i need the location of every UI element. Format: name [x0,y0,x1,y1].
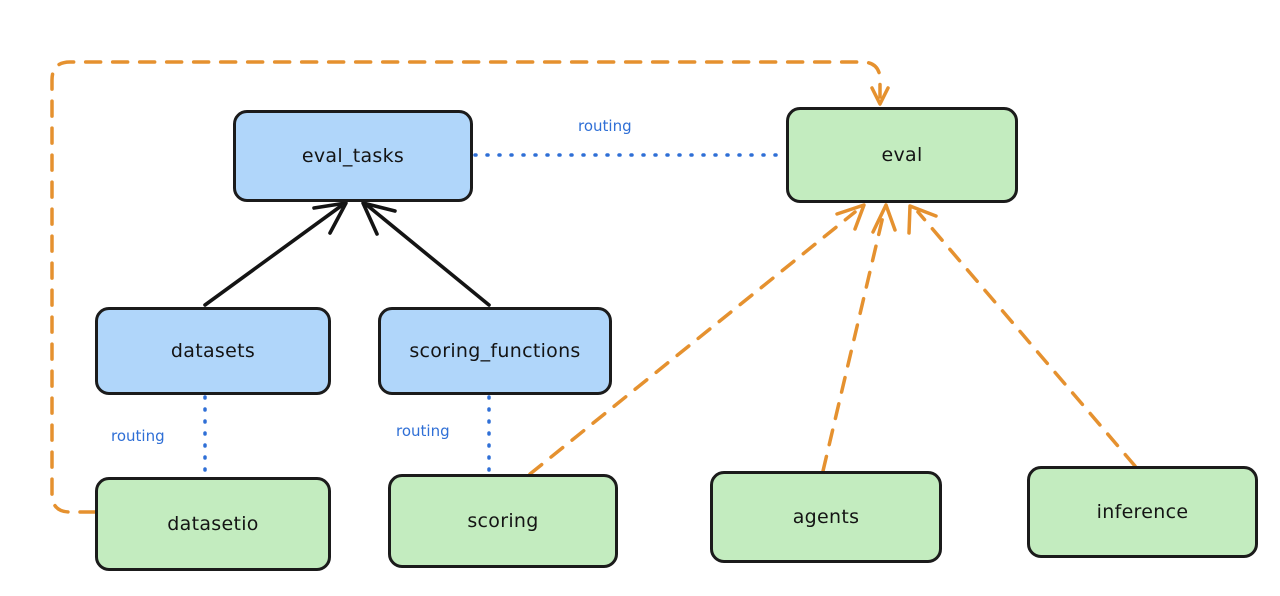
node-datasets-label: datasets [170,340,256,362]
node-inference-label: inference [1096,501,1189,523]
edge-label-routing-scoring-functions-scoring: routing [396,422,450,440]
edge-scoring-functions-to-eval-tasks [366,204,491,307]
node-datasetio-label: datasetio [167,513,259,535]
node-eval-tasks-label: eval_tasks [301,145,405,167]
edge-datasetio-to-eval [50,60,882,514]
edge-scoring-to-eval [528,210,857,476]
node-inference[interactable]: inference [1027,466,1258,558]
node-agents[interactable]: agents [710,471,942,563]
node-eval-label: eval [881,144,923,166]
node-scoring-functions-label: scoring_functions [409,340,581,362]
arrowhead-agents-to-eval [871,203,897,234]
edge-inference-to-eval [916,210,1137,468]
arrowhead-scoring-functions-to-eval-tasks [361,201,397,236]
arrowhead-scoring-to-eval [835,203,866,231]
node-eval[interactable]: eval [786,107,1018,203]
node-scoring-label: scoring [467,510,539,532]
edge-datasets-to-eval-tasks [203,204,343,307]
arrowhead-datasetio-to-eval [870,86,890,106]
node-agents-label: agents [792,506,860,528]
arrowhead-inference-to-eval [907,204,938,235]
node-scoring-functions[interactable]: scoring_functions [378,307,612,395]
node-eval-tasks[interactable]: eval_tasks [233,110,473,202]
edge-label-routing-eval-tasks-eval: routing [578,117,632,135]
edge-agents-to-eval [821,210,886,473]
node-datasetio[interactable]: datasetio [95,477,331,571]
node-scoring[interactable]: scoring [388,474,618,568]
node-datasets[interactable]: datasets [95,307,331,395]
edge-label-routing-datasets-datasetio: routing [111,427,165,445]
arrowhead-datasets-to-eval-tasks [312,201,348,235]
